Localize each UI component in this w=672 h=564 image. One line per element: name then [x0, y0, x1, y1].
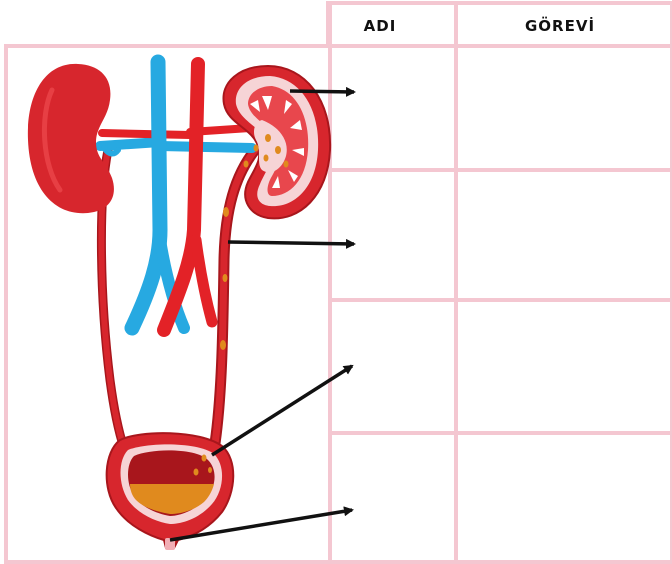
header-name: ADI — [364, 17, 397, 35]
row-4-name-cell[interactable] — [334, 437, 454, 560]
urinary-system-illustration — [28, 62, 330, 550]
left-renal-vein — [100, 142, 160, 146]
row-3-function-cell[interactable] — [460, 304, 670, 431]
arrow-ureter — [228, 242, 354, 244]
header-function: GÖREVİ — [525, 16, 595, 35]
row-2-name-cell[interactable] — [334, 174, 454, 298]
row-1-function-cell[interactable] — [460, 50, 670, 168]
right-kidney-cross-section — [223, 66, 330, 218]
vena-cava — [132, 62, 160, 328]
right-renal-vein — [160, 146, 252, 148]
arrow-kidney — [290, 91, 354, 92]
urine-drop — [223, 274, 228, 282]
left-renal-artery — [102, 133, 190, 135]
row-2-function-cell[interactable] — [460, 174, 670, 298]
row-4-function-cell[interactable] — [460, 437, 670, 560]
row-1-name-cell[interactable] — [334, 50, 454, 168]
answer-cells — [334, 50, 670, 560]
urine-drop — [220, 340, 226, 350]
urine-drop — [223, 207, 229, 217]
left-kidney — [28, 64, 114, 213]
aorta-branch — [196, 240, 212, 322]
